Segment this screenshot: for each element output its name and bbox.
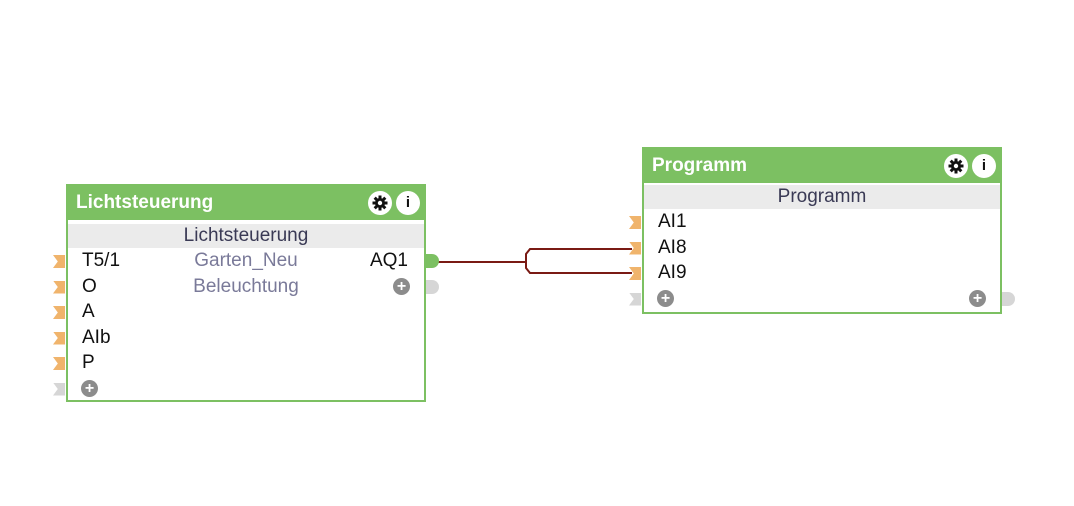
- input-row-ai8: AI8: [629, 235, 1000, 261]
- block-title: Lichtsteuerung: [76, 192, 214, 213]
- input-row-ai1: AI1: [629, 209, 1000, 235]
- input-port[interactable]: [629, 241, 641, 255]
- center-label: Beleuchtung: [193, 275, 299, 297]
- info-icon[interactable]: i: [972, 154, 996, 178]
- input-label: A: [82, 301, 95, 322]
- input-row-o: O Beleuchtung +: [53, 274, 439, 300]
- input-label: AI9: [658, 262, 687, 283]
- add-input-button[interactable]: +: [657, 289, 674, 307]
- gear-icon[interactable]: [944, 154, 968, 178]
- input-label: T5/1: [82, 250, 121, 271]
- empty-output-port[interactable]: [426, 279, 439, 294]
- input-row-t5-1: T5/1 Garten_Neu AQ1: [53, 248, 439, 274]
- input-port[interactable]: [53, 331, 65, 345]
- input-label: AIb: [82, 326, 111, 348]
- input-label: P: [82, 352, 95, 373]
- input-row-a: A: [53, 299, 424, 325]
- gear-icon[interactable]: [368, 191, 392, 215]
- input-label: O: [82, 275, 97, 297]
- add-output-button[interactable]: +: [969, 289, 986, 307]
- input-label: AI8: [658, 236, 687, 258]
- wire-aq1-to-ai9[interactable]: [525, 262, 632, 274]
- empty-output-port[interactable]: [1002, 291, 1015, 306]
- output-port[interactable]: [426, 254, 439, 268]
- block-subtitle: Lichtsteuerung: [68, 224, 424, 248]
- info-glyph: i: [405, 194, 411, 211]
- input-port[interactable]: [53, 255, 65, 268]
- input-port[interactable]: [53, 306, 65, 319]
- center-label: Garten_Neu: [194, 250, 298, 271]
- input-row-ai9: AI9: [629, 260, 1000, 286]
- block-title: Programm: [652, 155, 748, 176]
- wire-aq1-to-ai8[interactable]: [437, 248, 632, 263]
- block-lichtsteuerung[interactable]: Lichtsteuerung: [53, 184, 439, 402]
- add-output-button[interactable]: +: [393, 277, 410, 295]
- input-port[interactable]: [629, 216, 641, 229]
- info-icon[interactable]: i: [396, 191, 420, 215]
- empty-input-port[interactable]: [629, 292, 641, 306]
- input-port[interactable]: [53, 280, 65, 294]
- input-row-p: P: [53, 350, 424, 376]
- add-input-row: +: [53, 376, 424, 402]
- block-subtitle: Programm: [644, 185, 1000, 209]
- input-port[interactable]: [53, 357, 65, 370]
- add-input-button[interactable]: +: [81, 379, 98, 397]
- block-header[interactable]: Lichtsteuerung: [68, 186, 424, 220]
- input-port[interactable]: [629, 267, 641, 280]
- add-row: + +: [629, 286, 1015, 312]
- info-glyph: i: [981, 157, 987, 174]
- input-row-aib: AIb: [53, 325, 424, 351]
- empty-input-port[interactable]: [53, 382, 65, 396]
- output-label: AQ1: [369, 250, 408, 271]
- input-label: AI1: [658, 211, 687, 232]
- block-header[interactable]: Programm: [644, 149, 1000, 183]
- block-programm[interactable]: Programm: [629, 147, 1015, 314]
